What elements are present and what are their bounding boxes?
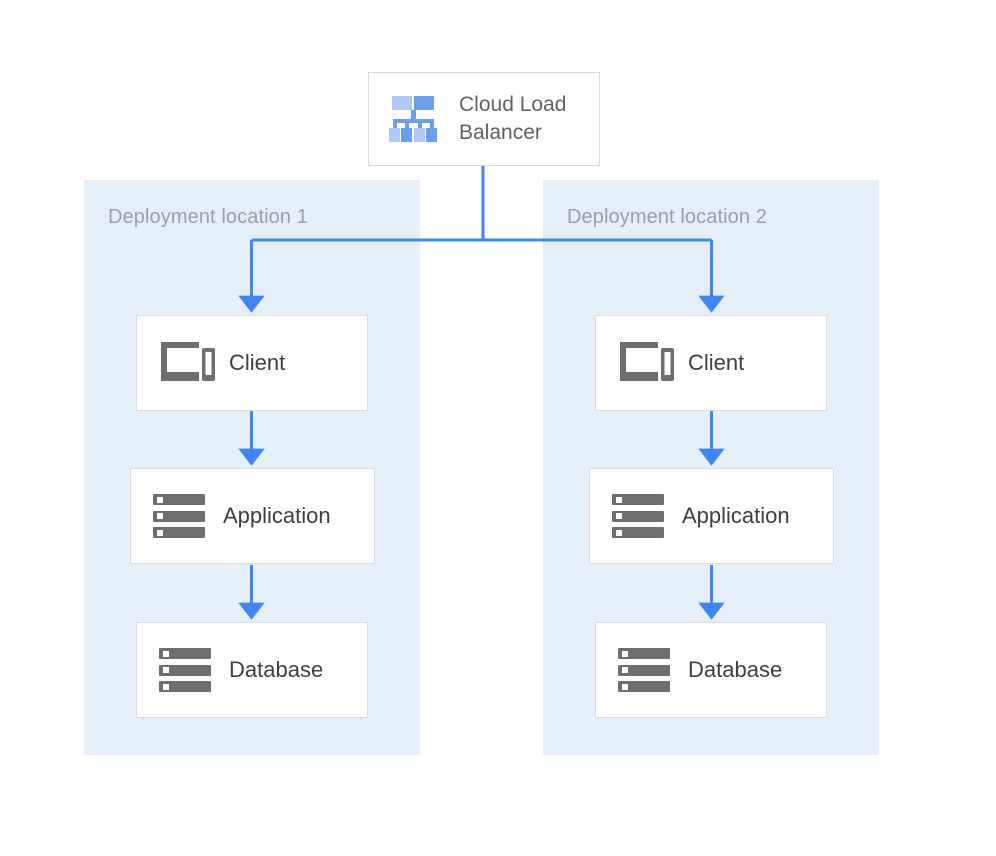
application-node-1[interactable]: Application <box>130 468 375 564</box>
database-label-1: Database <box>229 657 324 682</box>
hierarchy-icon <box>387 95 443 143</box>
database-label-2: Database <box>688 657 783 682</box>
server-icon <box>159 646 215 694</box>
server-icon <box>153 492 209 540</box>
cloud-load-balancer-label: Cloud Load Balancer <box>459 93 567 144</box>
devices-icon <box>159 339 215 387</box>
deployment-location-2-label: Deployment location 2 <box>567 206 767 228</box>
server-icon <box>612 492 668 540</box>
deployment-location-1-label: Deployment location 1 <box>108 206 308 228</box>
client-node-1[interactable]: Client <box>136 315 368 411</box>
application-node-2[interactable]: Application <box>589 468 834 564</box>
cloud-load-balancer-node[interactable]: Cloud Load Balancer <box>368 72 600 166</box>
devices-icon <box>618 339 674 387</box>
client-label-2: Client <box>688 350 745 375</box>
application-label-2: Application <box>682 503 790 528</box>
database-node-2[interactable]: Database <box>595 622 827 718</box>
client-label-1: Client <box>229 350 286 375</box>
database-node-1[interactable]: Database <box>136 622 368 718</box>
application-label-1: Application <box>223 503 331 528</box>
server-icon <box>618 646 674 694</box>
client-node-2[interactable]: Client <box>595 315 827 411</box>
